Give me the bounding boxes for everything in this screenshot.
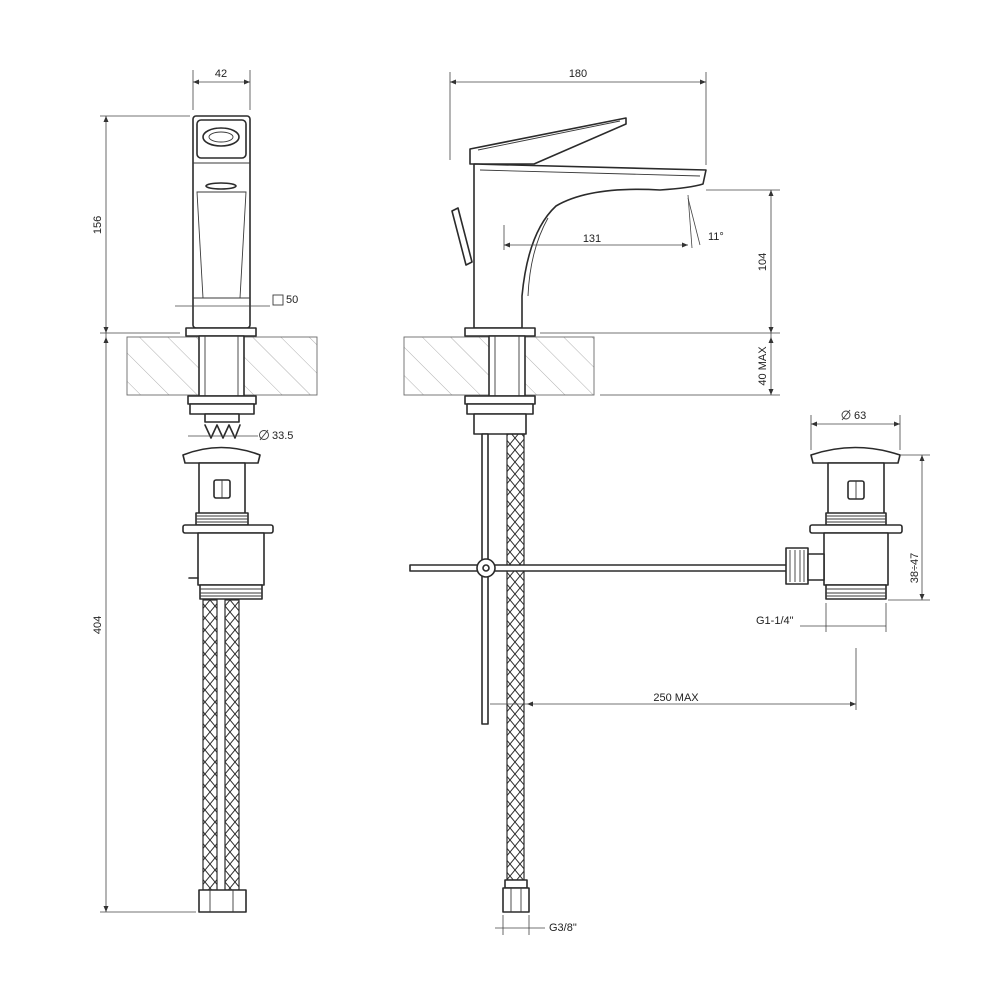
dimension-labels: 42 156 50 33.5 404 180 131 11° 104 40 MA… (92, 68, 921, 934)
front-width-label: 42 (215, 68, 227, 80)
front-height-label: 156 (92, 216, 104, 234)
front-base-label: 50 (286, 294, 298, 306)
side-angle-label: 11° (708, 231, 724, 243)
diameter-symbol-icon (841, 410, 851, 420)
front-dimensions (100, 70, 284, 913)
side-dimensions (449, 72, 857, 935)
side-view (409, 117, 791, 913)
side-rod-label: 250 MAX (653, 692, 699, 704)
waste-dimensions (800, 415, 930, 632)
front-length-label: 404 (92, 616, 104, 634)
side-deck-label: 40 MAX (757, 346, 769, 386)
waste-thread-label: G1-1/4" (756, 615, 794, 627)
side-reach-label: 131 (583, 233, 601, 245)
side-spout-height-label: 104 (757, 253, 769, 271)
waste-cap-label: 63 (854, 410, 866, 422)
waste-view (785, 446, 903, 600)
front-view (182, 115, 274, 913)
side-hose-label: G3/8" (549, 922, 577, 934)
front-thread-label: 33.5 (272, 430, 293, 442)
waste-height-label: 38÷47 (909, 553, 921, 584)
side-length-label: 180 (569, 68, 587, 80)
